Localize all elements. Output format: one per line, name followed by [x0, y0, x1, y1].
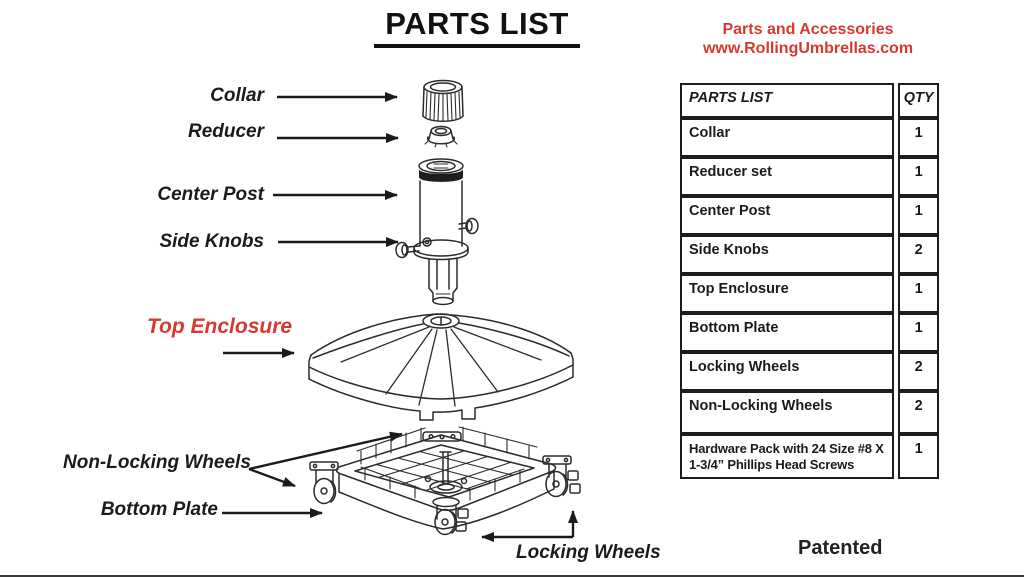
label-collar: Collar: [210, 85, 264, 106]
collar-drawing: [422, 79, 464, 122]
patented-text: Patented: [798, 537, 883, 559]
label-locking-wheels: Locking Wheels: [516, 542, 661, 563]
locking-wheel-drawing-front: [434, 505, 469, 536]
part-cell: Side Knobs: [680, 235, 895, 274]
table-header-row: PARTS LIST QTY: [680, 83, 939, 118]
label-top-enclosure: Top Enclosure: [147, 315, 293, 338]
qty-cell: 2: [898, 391, 939, 434]
bottom-plate-drawing: [309, 426, 581, 536]
parts-table: PARTS LIST QTY Collar 1 Reducer set 1 Ce…: [676, 83, 943, 479]
part-cell: Non-Locking Wheels: [680, 391, 895, 434]
brand-line: Parts and Accessories: [722, 21, 894, 38]
brand-header: Parts and Accessories www.RollingUmbrell…: [688, 20, 928, 58]
part-cell: Top Enclosure: [680, 274, 895, 313]
part-cell: Bottom Plate: [680, 313, 895, 352]
qty-cell: 1: [898, 313, 939, 352]
table-row: Collar 1: [680, 118, 939, 157]
table-row: Side Knobs 2: [680, 235, 939, 274]
parts-header-cell: PARTS LIST: [680, 83, 895, 118]
qty-cell: 1: [898, 274, 939, 313]
qty-cell: 2: [898, 352, 939, 391]
bottom-edge-line: [0, 575, 1024, 577]
part-cell: Hardware Pack with 24 Size #8 X 1-3/4” P…: [680, 434, 895, 479]
non-locking-wheel-drawing: [309, 461, 339, 505]
table-row: Hardware Pack with 24 Size #8 X 1-3/4” P…: [680, 434, 939, 479]
table-row: Center Post 1: [680, 196, 939, 235]
locking-wheel-drawing-right: [542, 455, 581, 498]
side-knobs-drawing: [395, 217, 479, 259]
label-side-knobs: Side Knobs: [159, 231, 264, 252]
label-non-locking-wheels: Non-Locking Wheels: [63, 452, 251, 473]
part-cell: Locking Wheels: [680, 352, 895, 391]
qty-header-cell: QTY: [898, 83, 939, 118]
qty-cell: 1: [898, 196, 939, 235]
qty-cell: 1: [898, 434, 939, 479]
table-row: Locking Wheels 2: [680, 352, 939, 391]
brand-url: www.RollingUmbrellas.com: [702, 40, 914, 57]
qty-cell: 1: [898, 157, 939, 196]
table-row: Top Enclosure 1: [680, 274, 939, 313]
non-locking-wheels-arrow-top: [248, 431, 403, 471]
part-cell: Reducer set: [680, 157, 895, 196]
qty-cell: 2: [898, 235, 939, 274]
top-enclosure-drawing: [308, 313, 574, 421]
non-locking-wheels-arrow-left: [248, 467, 296, 488]
table-row: Bottom Plate 1: [680, 313, 939, 352]
table-row: Non-Locking Wheels 2: [680, 391, 939, 434]
page-title: PARTS LIST: [374, 6, 580, 48]
label-center-post: Center Post: [157, 184, 264, 205]
qty-cell: 1: [898, 118, 939, 157]
center-post-drawing: [413, 158, 469, 306]
table-row: Reducer set 1: [680, 157, 939, 196]
part-cell: Center Post: [680, 196, 895, 235]
label-reducer: Reducer: [187, 121, 264, 142]
label-bottom-plate: Bottom Plate: [100, 499, 218, 520]
reducer-drawing: [424, 125, 458, 148]
part-cell: Collar: [680, 118, 895, 157]
